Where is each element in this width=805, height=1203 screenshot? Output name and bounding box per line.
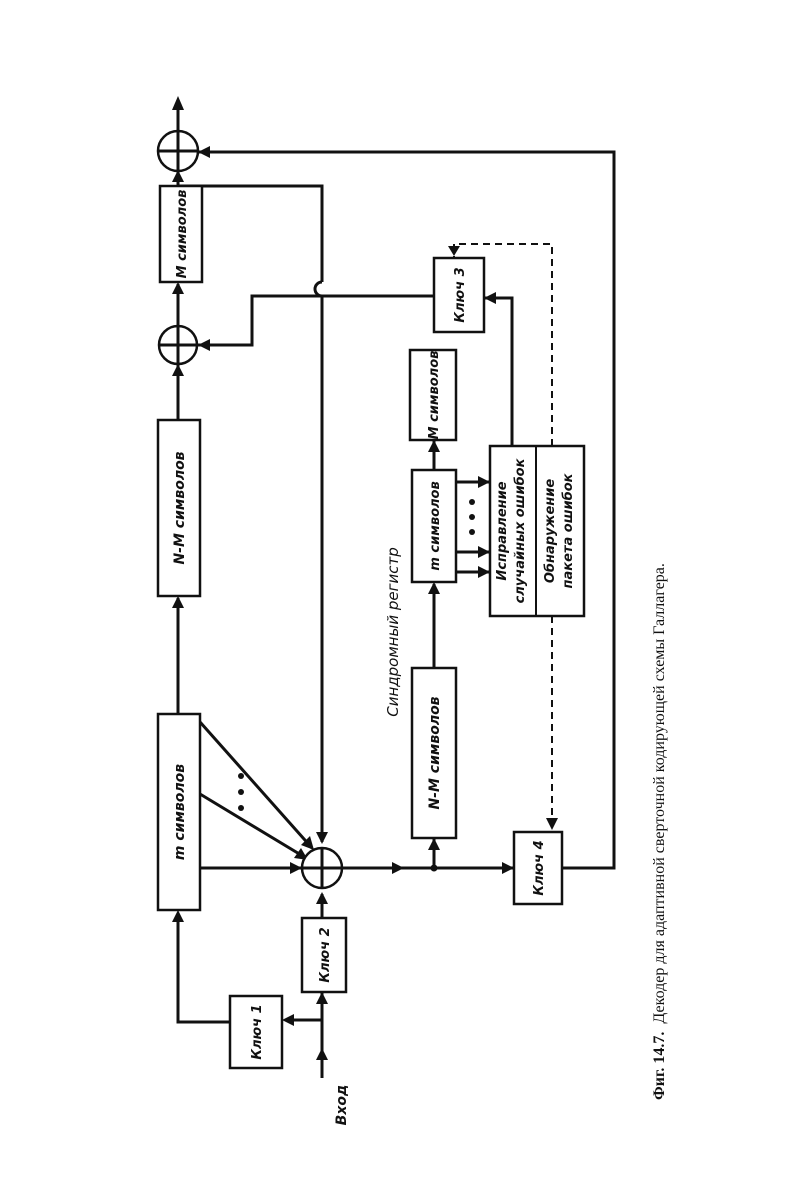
figure-caption: Фиг. 14.7. Декодер для адаптивной сверточ…: [651, 563, 668, 1100]
arrowhead-m-register: [172, 910, 184, 922]
dot: [469, 514, 475, 520]
key4-label: Ключ 4: [532, 840, 547, 895]
arrowhead-sum-from-key2: [316, 892, 328, 904]
arrowhead-output: [172, 96, 184, 110]
arrowhead-syn-tap-3: [478, 476, 490, 488]
m-register-syndrome: m символов: [412, 470, 456, 582]
dot: [238, 789, 244, 795]
junction-dot: [431, 865, 438, 872]
M-register-main: M символов: [160, 186, 202, 282]
m-register-main: m символов: [158, 714, 200, 910]
caption-label: Фиг. 14.7.: [651, 1032, 668, 1100]
input-to-key1-line: [292, 1020, 322, 1030]
arrowhead-sum2: [172, 364, 184, 376]
dot: [238, 805, 244, 811]
key3-label: Ключ 3: [453, 267, 468, 322]
key1-label: Ключ 1: [250, 1004, 265, 1059]
arrowhead-syn-tap-2: [478, 546, 490, 558]
key3-block: Ключ 3: [434, 258, 484, 332]
nm-register-syndrome-label: N-M символов: [427, 696, 443, 809]
key2-label: Ключ 2: [318, 927, 333, 982]
arrowhead-syn-m: [428, 582, 440, 594]
correction-label-line2: случайных ошибок: [513, 457, 528, 603]
caption-text: Декодер для адаптивной сверточной кодиру…: [651, 563, 668, 1023]
dot: [469, 529, 475, 535]
arrowhead-syn-M: [428, 440, 440, 452]
nm-register-main-label: N-M символов: [172, 451, 188, 564]
arrowhead-sum1-right: [198, 146, 210, 158]
correction-label-line1: Исправление: [495, 481, 510, 580]
crossover-hop: [315, 282, 322, 296]
arrowhead-key4-dashed: [546, 818, 558, 830]
arrowhead-syn-nm: [428, 838, 440, 850]
m-register-syndrome-label: m символов: [428, 481, 443, 570]
tap-line-2: [200, 794, 306, 858]
key4-block: Ключ 4: [514, 832, 562, 904]
key1-to-m-register-line: [178, 914, 230, 1022]
arrowhead-tap-1: [290, 862, 302, 874]
arrowhead-key1: [282, 1014, 294, 1026]
summer-main: [302, 848, 342, 888]
arrowhead-nm: [172, 596, 184, 608]
correction-to-key3-line: [484, 298, 512, 446]
arrowhead-key4: [502, 862, 514, 874]
arrowhead-input: [316, 1048, 328, 1060]
detection-label-line1: Обнаружение: [543, 479, 558, 584]
nm-register-main: N-M символов: [158, 420, 200, 596]
dot: [238, 773, 244, 779]
arrowhead-key3-dashed: [448, 246, 460, 256]
m-register-main-label: m символов: [172, 764, 188, 860]
arrowhead-summer-out: [392, 862, 404, 874]
key3-to-sum2-line: [198, 296, 434, 345]
key2-block: Ключ 2: [302, 918, 346, 992]
arrowhead-key2: [316, 992, 328, 1004]
correction-detection-block: Исправление случайных ошибок Обнаружение…: [490, 446, 584, 616]
arrowhead-sum-top: [316, 832, 328, 844]
key1-block: Ключ 1: [230, 996, 282, 1068]
M-register-syndrome-label: M символов: [427, 351, 442, 440]
nm-register-syndrome: N-M символов: [412, 668, 456, 838]
summer-2: [159, 326, 197, 364]
input-label: Вход: [334, 1085, 350, 1126]
arrowhead-syn-tap-1: [478, 566, 490, 578]
M-register-main-label: M символов: [175, 190, 190, 279]
arrowhead-M: [172, 282, 184, 294]
detection-label-line2: пакета ошибок: [561, 472, 576, 588]
arrowhead-key3: [484, 292, 496, 304]
syndrome-register-label: Синдромный регистр: [384, 547, 402, 716]
M-register-syndrome: M символов: [410, 350, 456, 440]
summer-1-output: [158, 131, 198, 171]
dot: [469, 499, 475, 505]
arrowhead-sum2-right: [198, 339, 210, 351]
